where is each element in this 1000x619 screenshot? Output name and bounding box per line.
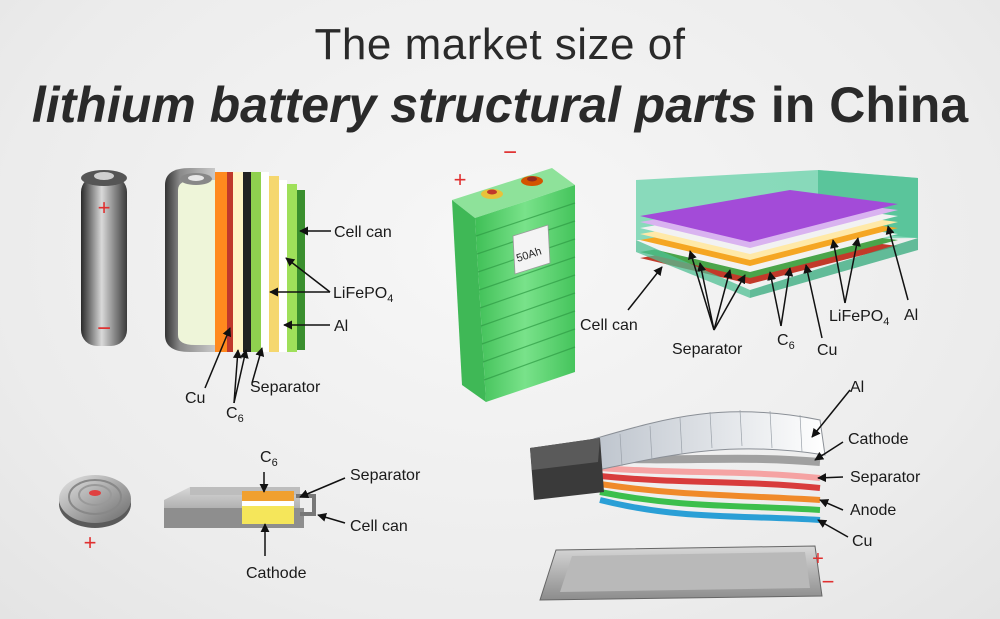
pouch-label-c6: C6 [777,332,795,352]
flex-label-cathode: Cathode [848,431,909,448]
coin-label-cathode: Cathode [246,565,307,582]
flex-plus-sign: + [812,548,824,570]
cyl-label-al: Al [334,318,348,335]
pouch-label-cu: Cu [817,342,837,359]
pouch-label-separator: Separator [672,341,743,358]
flex-label-anode: Anode [850,502,896,519]
prismatic-minus-sign: − [503,139,517,166]
prismatic-plus-sign: + [454,167,467,192]
coin-cell: + C6 Separator Cell can Cathode [59,449,421,582]
flex-label-cu: Cu [852,533,872,550]
cyl-label-cu: Cu [185,390,205,407]
coin-plus-sign: + [84,530,97,555]
cyl-label-separator: Separator [250,379,321,396]
flex-label-separator: Separator [850,469,921,486]
cyl-label-cell-can: Cell can [334,224,392,241]
coin-cross-section [164,487,316,528]
cyl-label-lifepo4: LiFePO4 [333,285,393,305]
flexible-cell: + − Al Cathode Separator Anode Cu [530,379,921,601]
cyl-minus-sign: − [97,315,111,342]
cyl-label-c6: C6 [226,405,244,425]
flex-label-al: Al [850,379,864,396]
pouch-label-al: Al [904,307,918,324]
pouch-stack: Cell can Separator C6 Cu LiFePO4 Al [580,170,918,359]
cylindrical-battery-icon: + − [81,170,127,346]
coin-label-cell-can: Cell can [350,518,408,535]
flex-minus-sign: − [822,569,835,594]
cyl-plus-sign: + [98,195,111,220]
page-title-line-1: The market size of [314,20,686,69]
title-emphasis: lithium battery structural parts [31,77,758,133]
pouch-label-cell-can: Cell can [580,317,638,334]
coin-label-separator: Separator [350,467,421,484]
page-title-line-2: lithium battery structural parts in Chin… [0,76,1000,134]
title-rest: in China [757,77,969,133]
pouch-label-lifepo4: LiFePO4 [829,308,889,328]
cylindrical-cell: + − Cell can LiFePO4 Al [81,168,393,425]
prismatic-battery: + − 50Ah [452,139,576,402]
coin-label-c6: C6 [260,449,278,469]
